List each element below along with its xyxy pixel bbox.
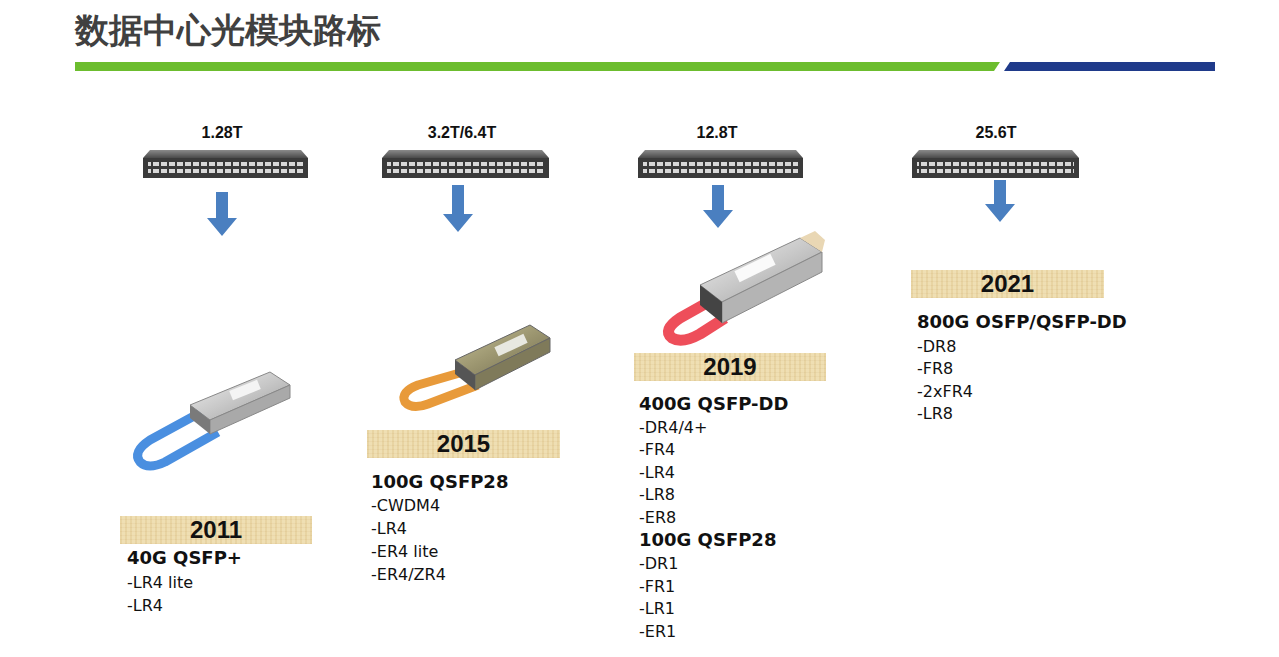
variant-item: -DR4/4+ (639, 419, 707, 437)
capacity-label: 3.2T/6.4T (428, 124, 496, 142)
switch-icon (638, 150, 803, 178)
switch-icon (912, 150, 1079, 178)
down-arrow (207, 180, 1015, 236)
year-text: 2019 (703, 355, 756, 379)
capacity-label: 1.28T (202, 124, 243, 142)
year-band: 2015 (367, 430, 560, 458)
capacity-label: 12.8T (697, 124, 738, 142)
variant-item: -LR4 (371, 520, 407, 538)
module-heading: 800G OSFP/QSFP-DD (917, 312, 1127, 333)
variant-item: -FR4 (639, 441, 675, 459)
green-bar (75, 62, 1000, 71)
module-photo (668, 231, 825, 340)
variant-item: -DR1 (639, 555, 678, 573)
page-title: 数据中心光模块路标 (75, 8, 381, 54)
variant-item: -LR4 (639, 464, 675, 482)
variant-item: -DR8 (917, 338, 956, 356)
year-band: 2011 (120, 516, 312, 544)
module-heading: 400G QSFP-DD (639, 394, 788, 415)
variant-item: -ER4/ZR4 (371, 566, 446, 584)
variant-item: -ER1 (639, 623, 676, 641)
module-heading: 100G QSFP28 (371, 472, 508, 493)
module-heading: 40G QSFP+ (127, 548, 242, 569)
variant-item: -LR1 (639, 600, 675, 618)
year-text: 2011 (190, 518, 242, 542)
variant-item: -2xFR4 (917, 383, 973, 401)
year-band: 2021 (911, 270, 1104, 298)
variant-item: -FR8 (917, 360, 953, 378)
variant-item: -CWDM4 (371, 497, 440, 515)
switch-icon (382, 150, 549, 178)
variant-item: -FR1 (639, 578, 675, 596)
variant-item: -ER8 (639, 509, 676, 527)
module-photo (138, 372, 290, 466)
variant-item: -LR4 lite (127, 574, 193, 592)
module-photo (404, 325, 550, 407)
year-text: 2021 (981, 272, 1034, 296)
year-text: 2015 (437, 432, 490, 456)
capacity-label: 25.6T (976, 124, 1017, 142)
blue-bar (1004, 62, 1215, 71)
variant-item: -LR8 (917, 405, 953, 423)
year-band: 2019 (634, 353, 826, 381)
module-heading: 100G QSFP28 (639, 530, 776, 551)
variant-item: -LR8 (639, 486, 675, 504)
variant-item: -ER4 lite (371, 543, 438, 561)
variant-item: -LR4 (127, 597, 163, 615)
switch-icon (143, 150, 308, 178)
